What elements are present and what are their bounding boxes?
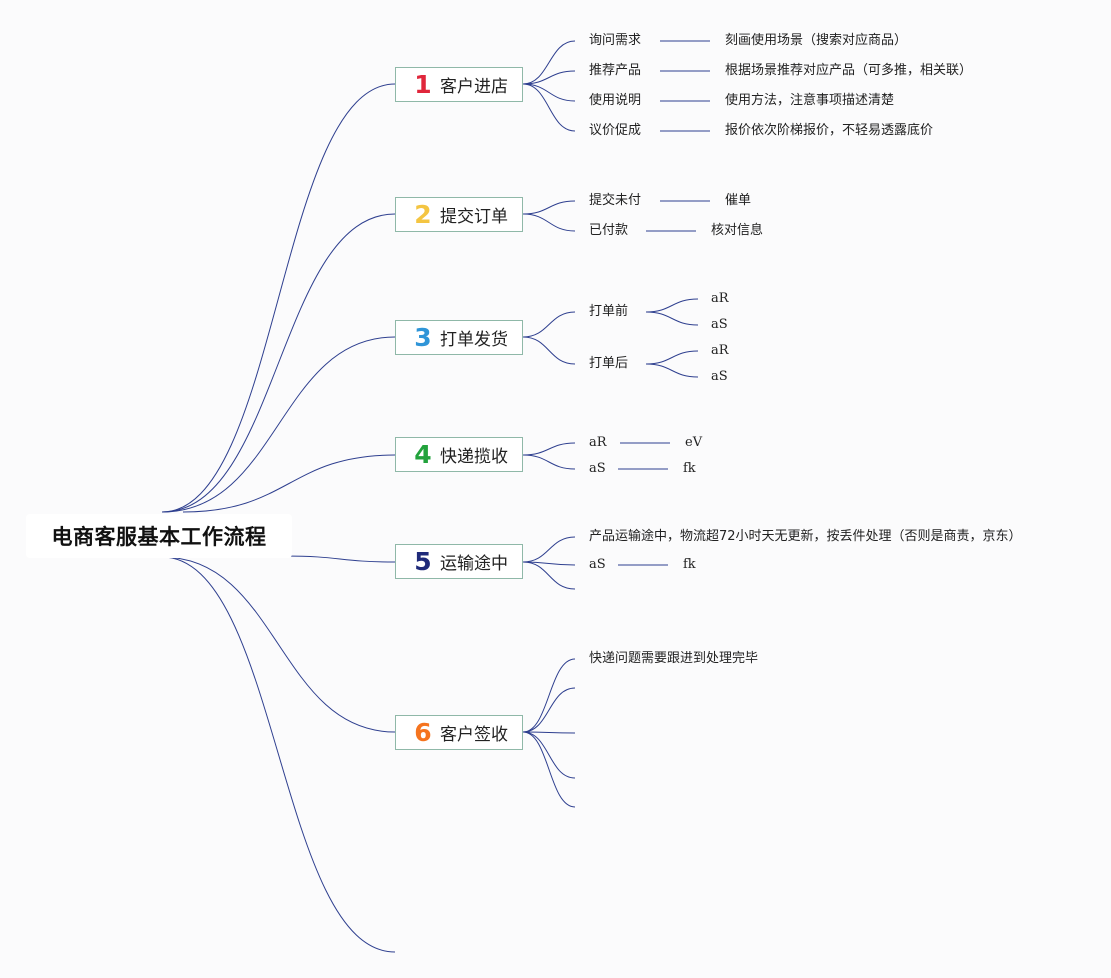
number-5-icon: 5: [414, 547, 432, 576]
item-label[interactable]: 产品运输途中，物流超72小时天无更新，按丢件处理（否则是商责，京东）: [589, 529, 1022, 544]
number-1-icon: 1: [414, 70, 432, 99]
item-label[interactable]: 推荐产品: [589, 63, 642, 78]
connector-4: [284, 555, 396, 563]
item-label[interactable]: 打单后: [589, 356, 629, 371]
connector-2: [161, 336, 396, 513]
connector-7: [522, 40, 576, 85]
connector-31: [522, 561, 576, 590]
connector-33: [522, 658, 576, 733]
item-detail[interactable]: fk: [683, 461, 696, 476]
connector-3: [182, 454, 396, 513]
sub-item[interactable]: aR: [711, 291, 729, 306]
item-label[interactable]: 使用说明: [589, 93, 642, 108]
item-label[interactable]: 议价促成: [589, 123, 642, 138]
sub-item[interactable]: aR: [711, 343, 729, 358]
item-label[interactable]: 已付款: [589, 223, 629, 238]
sub-item[interactable]: aS: [711, 317, 728, 332]
item-detail[interactable]: 根据场景推荐对应产品（可多推，相关联）: [725, 63, 973, 78]
branch-label: 提交订单: [440, 207, 508, 227]
item-detail[interactable]: 报价依次阶梯报价，不轻易透露底价: [725, 123, 934, 138]
connector-9: [522, 83, 576, 102]
root-node[interactable]: 电商客服基本工作流程: [26, 514, 292, 558]
item-label[interactable]: 询问需求: [589, 33, 642, 48]
connector-34: [522, 687, 576, 733]
branch-submit-order[interactable]: 2 提交订单: [395, 197, 523, 232]
branch-label: 客户签收: [440, 725, 508, 745]
branch-label: 运输途中: [440, 554, 508, 574]
number-6-icon: 6: [414, 718, 432, 747]
connector-19: [522, 311, 576, 338]
branch-print-ship[interactable]: 3 打单发货: [395, 320, 523, 355]
connector-37: [522, 731, 576, 808]
item-detail[interactable]: 使用方法，注意事项描述清楚: [725, 93, 895, 108]
connector-36: [522, 731, 576, 779]
connector-6: [161, 556, 396, 953]
item-label[interactable]: 快递问题需要跟进到处理完毕: [589, 651, 759, 666]
item-label[interactable]: aS: [589, 557, 606, 572]
item-label[interactable]: 提交未付: [589, 193, 642, 208]
item-label[interactable]: aS: [589, 461, 606, 476]
sub-item[interactable]: aS: [711, 369, 728, 384]
connector-35: [522, 731, 576, 734]
connector-22: [645, 311, 699, 326]
branch-label: 快递揽收: [440, 447, 508, 467]
item-detail[interactable]: 核对信息: [711, 223, 764, 238]
item-detail[interactable]: 催单: [725, 193, 752, 208]
number-2-icon: 2: [414, 200, 432, 229]
item-label[interactable]: aR: [589, 435, 607, 450]
connector-5: [161, 556, 396, 733]
connector-29: [522, 536, 576, 563]
branch-customer-sign[interactable]: 6 客户签收: [395, 715, 523, 750]
connector-0: [161, 83, 396, 513]
connector-20: [522, 336, 576, 365]
connector-10: [522, 83, 576, 132]
root-title: 电商客服基本工作流程: [51, 525, 267, 549]
item-label[interactable]: 打单前: [589, 304, 629, 319]
item-detail[interactable]: eV: [685, 435, 703, 450]
connector-26: [522, 454, 576, 470]
connector-1: [161, 213, 396, 513]
connector-16: [522, 213, 576, 232]
connector-24: [645, 363, 699, 378]
number-3-icon: 3: [414, 323, 432, 352]
branch-label: 客户进店: [440, 77, 508, 97]
branch-courier-pickup[interactable]: 4 快递揽收: [395, 437, 523, 472]
connector-25: [522, 442, 576, 456]
number-4-icon: 4: [414, 440, 432, 469]
branch-label: 打单发货: [440, 330, 508, 350]
connector-15: [522, 200, 576, 215]
branch-in-transit[interactable]: 5 运输途中: [395, 544, 523, 579]
item-detail[interactable]: fk: [683, 557, 696, 572]
connector-8: [522, 70, 576, 85]
connector-21: [645, 298, 699, 313]
connector-23: [645, 350, 699, 365]
branch-customer-enter[interactable]: 1 客户进店: [395, 67, 523, 102]
item-detail[interactable]: 刻画使用场景（搜索对应商品）: [725, 33, 908, 48]
